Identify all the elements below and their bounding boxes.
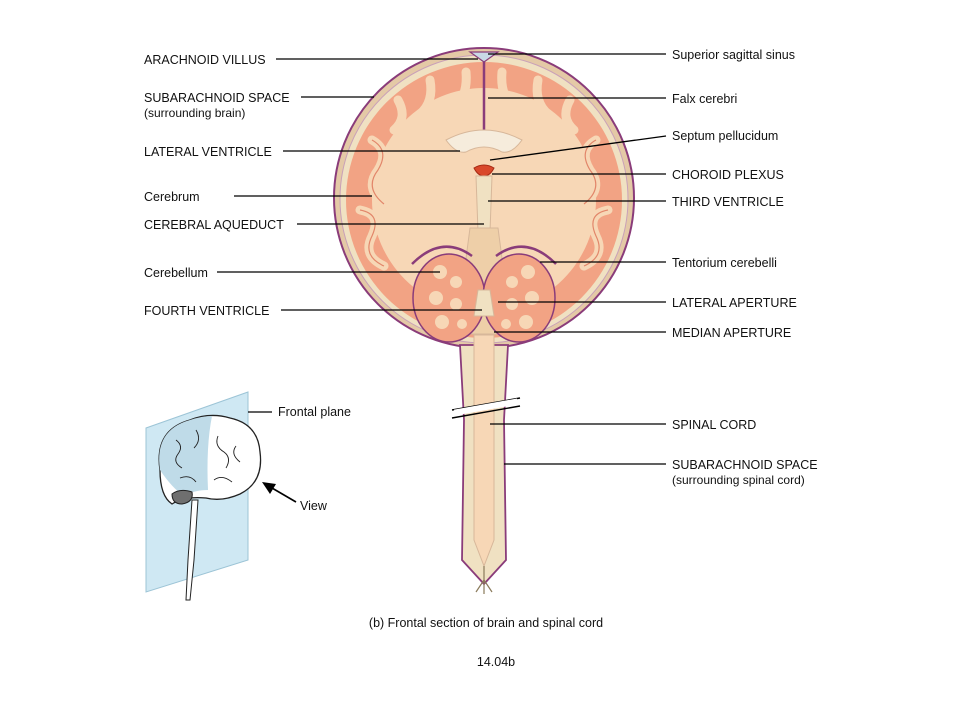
label-lateral-aperture: LATERAL APERTURE xyxy=(672,296,797,310)
break-gap xyxy=(453,398,519,416)
label-subarachnoid-space-cord: SUBARACHNOID SPACE xyxy=(672,458,818,472)
cerebellum-shape xyxy=(412,253,556,343)
label-cerebellum: Cerebellum xyxy=(144,266,208,280)
inset-cerebellum xyxy=(171,489,193,505)
label-fourth-ventricle: FOURTH VENTRICLE xyxy=(144,304,269,318)
label-view: View xyxy=(300,499,328,513)
figure-caption: (b) Frontal section of brain and spinal … xyxy=(369,616,603,630)
inset-spinal-cord xyxy=(185,499,199,601)
label-median-aperture: MEDIAN APERTURE xyxy=(672,326,791,340)
choroid-plexus-shape xyxy=(473,164,495,177)
orientation-inset: Frontal plane View xyxy=(145,391,351,601)
labels-right: Superior sagittal sinus Falx cerebri Sep… xyxy=(672,48,818,487)
leader-lines xyxy=(217,53,667,465)
label-lateral-ventricle: LATERAL VENTRICLE xyxy=(144,145,272,159)
label-third-ventricle: THIRD VENTRICLE xyxy=(672,195,784,209)
label-choroid-plexus: CHOROID PLEXUS xyxy=(672,168,784,182)
label-frontal-plane: Frontal plane xyxy=(278,405,351,419)
labels-left: ARACHNOID VILLUS SUBARACHNOID SPACE (sur… xyxy=(144,53,290,318)
spinal-cord-shape xyxy=(473,334,495,568)
label-cerebral-aqueduct: CEREBRAL AQUEDUCT xyxy=(144,218,284,232)
label-subarachnoid-space-brain-sub: (surrounding brain) xyxy=(144,106,245,120)
inset-gyri xyxy=(175,429,241,483)
view-arrow-icon xyxy=(262,482,276,494)
label-falx-cerebri: Falx cerebri xyxy=(672,92,737,106)
label-tentorium-cerebelli: Tentorium cerebelli xyxy=(672,256,777,270)
label-superior-sagittal-sinus: Superior sagittal sinus xyxy=(672,48,795,62)
figure-number: 14.04b xyxy=(477,655,515,669)
cauda-tail xyxy=(475,566,493,594)
lateral-ventricles xyxy=(445,129,523,153)
label-spinal-cord: SPINAL CORD xyxy=(672,418,756,432)
fourth-ventricle-shape xyxy=(473,289,495,317)
label-cerebrum: Cerebrum xyxy=(144,190,200,204)
tentorium-cerebelli-shape xyxy=(411,245,557,265)
label-arachnoid-villus: ARACHNOID VILLUS xyxy=(144,53,266,67)
label-septum-pellucidum: Septum pellucidum xyxy=(672,129,778,143)
label-subarachnoid-space-brain: SUBARACHNOID SPACE xyxy=(144,91,290,105)
label-subarachnoid-space-cord-sub: (surrounding spinal cord) xyxy=(672,473,805,487)
frontal-section xyxy=(333,47,635,594)
